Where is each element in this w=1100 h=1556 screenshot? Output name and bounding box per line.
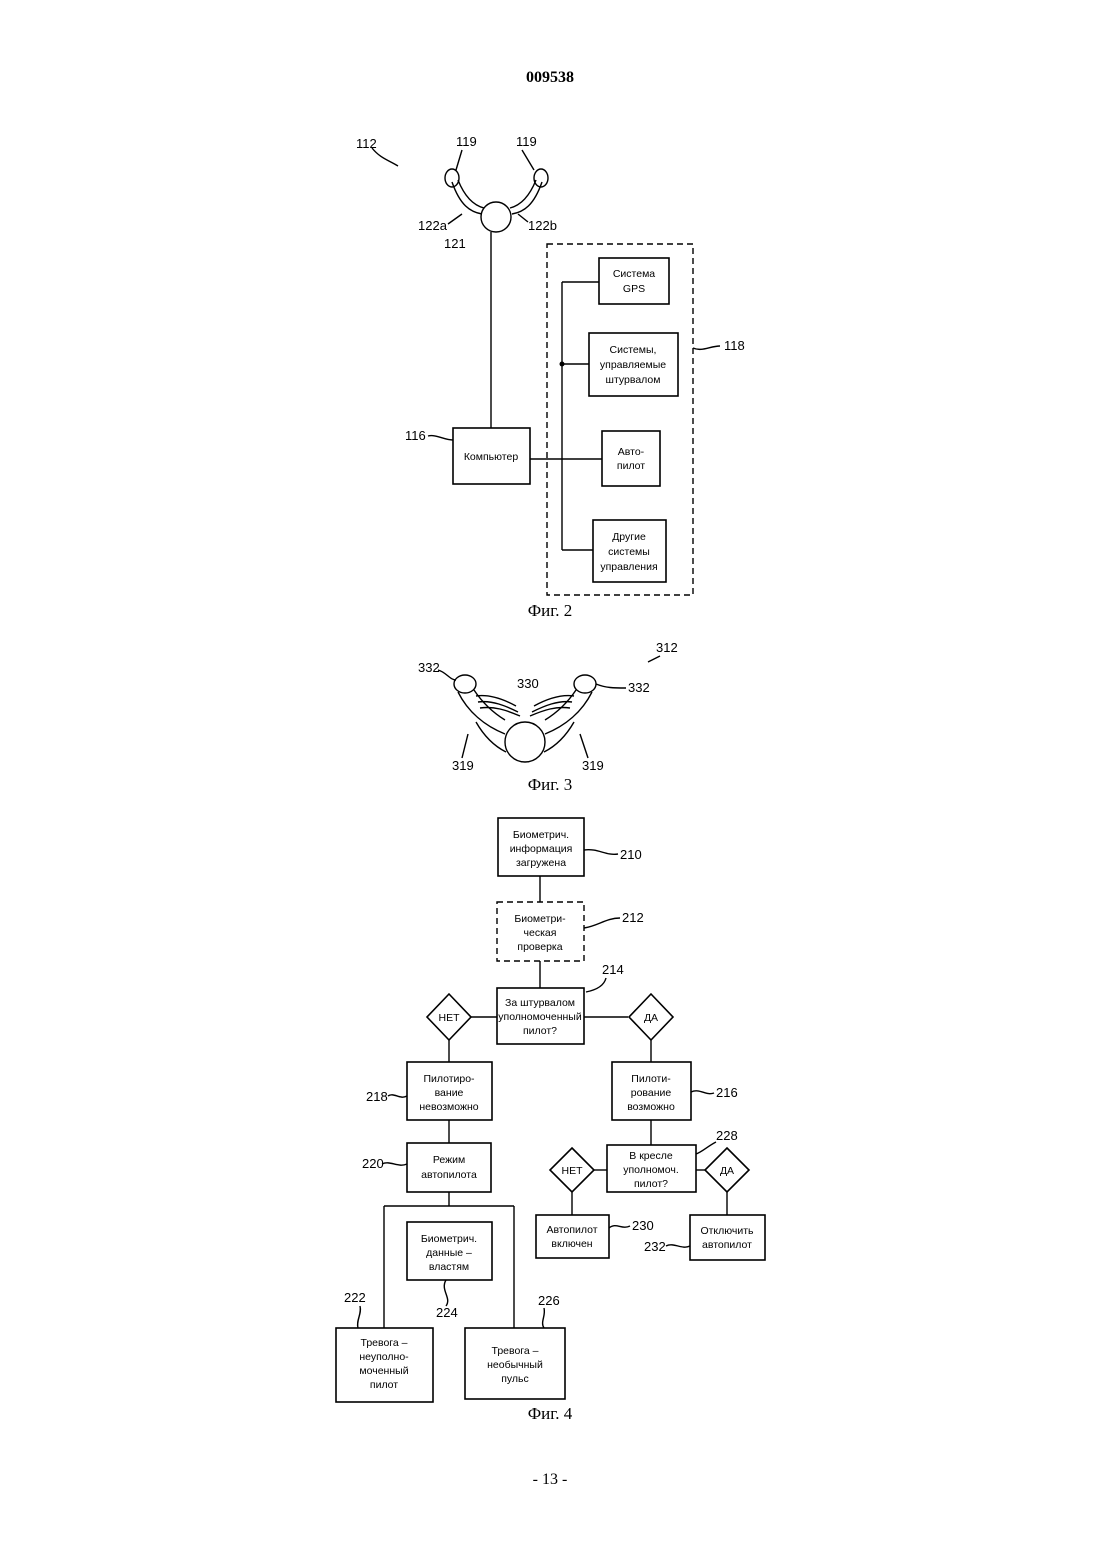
n226-line-3: пульс bbox=[501, 1373, 529, 1385]
wheel-systems-line-3: штурвалом bbox=[606, 374, 661, 386]
n224-line-1: Биометрич. bbox=[421, 1233, 477, 1245]
n210-line-1: Биометрич. bbox=[513, 829, 569, 841]
ref-121: 121 bbox=[444, 236, 466, 251]
n228-line-3: пилот? bbox=[634, 1178, 668, 1190]
yes-label-1: ДА bbox=[644, 1012, 658, 1024]
n218-line-2: вание bbox=[435, 1087, 464, 1099]
ref-119-left: 119 bbox=[456, 134, 477, 149]
no-label-1: НЕТ bbox=[439, 1012, 461, 1024]
figure-3-caption: Фиг. 3 bbox=[528, 775, 573, 794]
n212-line-2: ческая bbox=[524, 927, 557, 939]
node-220-box bbox=[407, 1143, 491, 1192]
n224-line-2: данные – bbox=[426, 1247, 472, 1259]
figure-4-caption: Фиг. 4 bbox=[528, 1404, 573, 1423]
n228-line-2: уполномоч. bbox=[623, 1164, 679, 1176]
figure-2-caption: Фиг. 2 bbox=[528, 601, 573, 620]
ref-228: 228 bbox=[716, 1128, 738, 1143]
ref-214: 214 bbox=[602, 962, 624, 977]
computer-label: Компьютер bbox=[464, 451, 519, 463]
figure-2: 112 119 119 122a 122b 121 118 Система GP… bbox=[356, 134, 745, 620]
ref-122b: 122b bbox=[528, 218, 557, 233]
figure-3: 332 332 330 312 319 319 Фиг. 3 bbox=[418, 640, 678, 794]
ref-112: 112 bbox=[356, 136, 377, 151]
gps-line-1: Система bbox=[613, 268, 655, 280]
ref-224: 224 bbox=[436, 1305, 458, 1320]
gps-system-box bbox=[599, 258, 669, 304]
ref-232: 232 bbox=[644, 1239, 666, 1254]
ref-212: 212 bbox=[622, 910, 644, 925]
wheel-systems-line-1: Системы, bbox=[610, 344, 657, 356]
node-232-box bbox=[690, 1215, 765, 1260]
ref-220: 220 bbox=[362, 1156, 384, 1171]
n212-line-3: проверка bbox=[517, 941, 562, 953]
yes-label-2: ДА bbox=[720, 1165, 734, 1177]
gps-line-2: GPS bbox=[623, 283, 645, 295]
no-label-2: НЕТ bbox=[562, 1165, 584, 1177]
autopilot-line-2: пилот bbox=[617, 460, 645, 472]
autopilot-box bbox=[602, 431, 660, 486]
n222-line-3: моченный bbox=[359, 1365, 408, 1377]
node-230-box bbox=[536, 1215, 609, 1258]
ref-230: 230 bbox=[632, 1218, 654, 1233]
n220-line-2: автопилота bbox=[421, 1169, 477, 1181]
steering-yoke-drawing bbox=[445, 169, 548, 428]
ref-122a: 122a bbox=[418, 218, 448, 233]
ref-332-left: 332 bbox=[418, 660, 440, 675]
n224-line-3: властям bbox=[429, 1261, 469, 1273]
ref-319-right: 319 bbox=[582, 758, 604, 773]
n216-line-3: возможно bbox=[627, 1101, 675, 1113]
n214-line-1: За штурвалом bbox=[505, 997, 575, 1009]
ref-210: 210 bbox=[620, 847, 642, 862]
ref-116: 116 bbox=[405, 428, 426, 443]
wheel-systems-line-2: управляемые bbox=[600, 359, 666, 371]
ref-330: 330 bbox=[517, 676, 539, 691]
page-number: - 13 - bbox=[533, 1471, 568, 1488]
ref-319-left: 319 bbox=[452, 758, 474, 773]
n228-line-1: В кресле bbox=[629, 1150, 673, 1162]
ref-218: 218 bbox=[366, 1089, 388, 1104]
ref-222: 222 bbox=[344, 1290, 366, 1305]
n226-line-1: Тревога – bbox=[492, 1345, 539, 1357]
n212-line-1: Биометри- bbox=[514, 913, 566, 925]
n222-line-2: неуполно- bbox=[359, 1351, 409, 1363]
autopilot-line-1: Авто- bbox=[618, 446, 645, 458]
n210-line-2: информация bbox=[510, 843, 573, 855]
n232-line-2: автопилот bbox=[702, 1239, 752, 1251]
n222-line-1: Тревога – bbox=[361, 1337, 408, 1349]
ref-312: 312 bbox=[656, 640, 678, 655]
n226-line-2: необычный bbox=[487, 1359, 543, 1371]
other-line-3: управления bbox=[600, 561, 657, 573]
ref-226: 226 bbox=[538, 1293, 560, 1308]
n230-line-1: Автопилот bbox=[546, 1224, 597, 1236]
figure-4: Биометрич. информация загружена 210 Биом… bbox=[336, 818, 765, 1423]
n222-line-4: пилот bbox=[370, 1379, 398, 1391]
ref-119-right: 119 bbox=[516, 134, 537, 149]
n218-line-1: Пилотиро- bbox=[423, 1073, 475, 1085]
ref-216: 216 bbox=[716, 1085, 738, 1100]
ref-118: 118 bbox=[724, 338, 745, 353]
n214-line-2: уполномоченный bbox=[498, 1011, 582, 1023]
other-line-2: системы bbox=[608, 546, 650, 558]
n232-line-1: Отключить bbox=[700, 1225, 754, 1237]
n230-line-2: включен bbox=[551, 1238, 592, 1250]
n210-line-3: загружена bbox=[516, 857, 566, 869]
ref-332-right: 332 bbox=[628, 680, 650, 695]
n216-line-1: Пилоти- bbox=[631, 1073, 671, 1085]
n216-line-2: рование bbox=[631, 1087, 672, 1099]
document-number: 009538 bbox=[526, 69, 574, 86]
other-line-1: Другие bbox=[612, 531, 646, 543]
n218-line-3: невозможно bbox=[419, 1101, 478, 1113]
n214-line-3: пилот? bbox=[523, 1025, 557, 1037]
n220-line-1: Режим bbox=[433, 1154, 465, 1166]
